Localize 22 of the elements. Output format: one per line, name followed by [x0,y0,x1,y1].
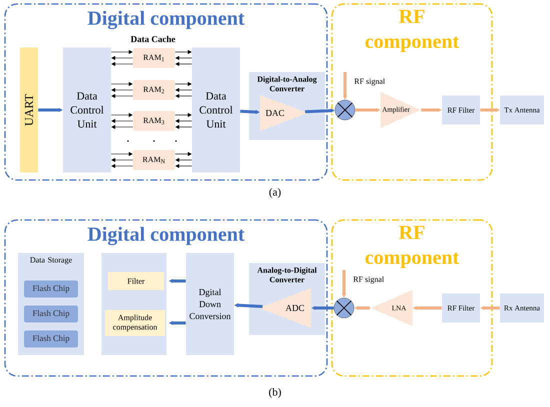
control-unit-box: Data Control Unit [63,48,111,172]
flash-chip: Flash Chip [24,306,78,322]
process-box: Filter [108,272,164,290]
edge-label: RF signal [354,78,385,86]
group-heading: Data Cache [130,36,176,42]
flash-chip: Flash Chip [24,330,78,348]
process-box: Dgital Down Conversion [186,253,234,355]
panel-caption: (b) [269,388,281,398]
triangle-block: DAC [260,95,308,131]
process-box: Amplitude compensation [105,310,165,336]
triangle-block: ADC [259,288,312,328]
ram-block: RAM$_{2}$ [133,80,175,100]
uart-block: UART [20,48,38,172]
edge-label: RF signal [353,276,384,284]
ram-block: RAM$_{N}$ [133,150,175,170]
control-unit-box: Data Control Unit [192,48,240,172]
ram-block: RAM$_{1}$ [133,48,175,68]
ram-block: RAM$_{3}$ [133,111,175,131]
flash-chip: Flash Chip [24,280,78,298]
panel-caption: (a) [269,188,281,198]
mixer-circle [334,298,354,318]
mixer-circle [334,100,356,120]
